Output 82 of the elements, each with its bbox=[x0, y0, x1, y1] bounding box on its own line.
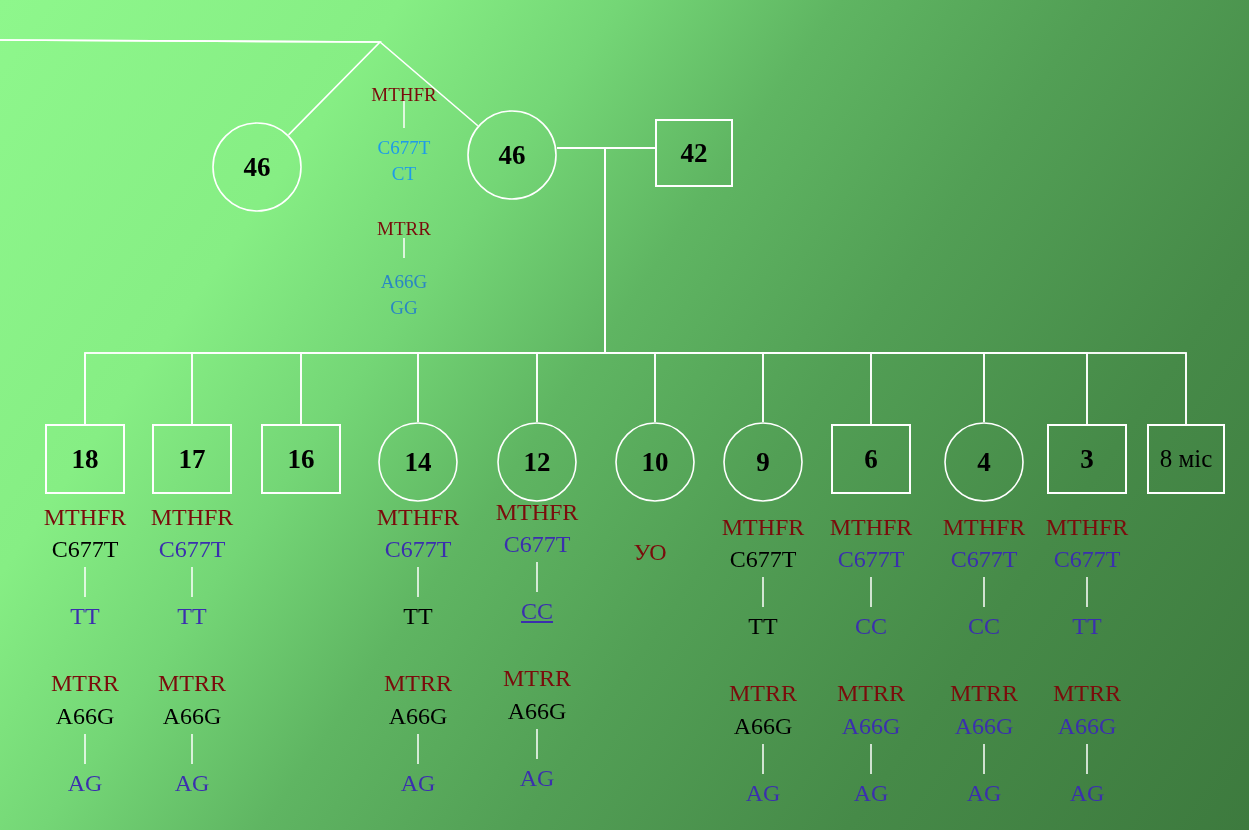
female-circle bbox=[615, 422, 695, 502]
variant-label: A66G bbox=[388, 704, 448, 728]
gene-name: MTHFR bbox=[495, 500, 579, 524]
age-label: 8 міс bbox=[1159, 445, 1213, 473]
gene-name: MTHFR bbox=[150, 505, 234, 529]
age-label: 12 bbox=[523, 446, 551, 478]
variant-label: A66G bbox=[162, 704, 222, 728]
genotype-label: TT bbox=[403, 604, 433, 628]
male-square bbox=[1147, 424, 1225, 494]
gene-name: MTRR bbox=[503, 666, 571, 690]
gene-name: MTHFR bbox=[43, 505, 127, 529]
variant-label: A66G bbox=[733, 714, 793, 738]
variant-label: C677T bbox=[950, 547, 1018, 571]
variant-label: A66G bbox=[954, 714, 1014, 738]
gene-name: MTRR bbox=[837, 681, 905, 705]
age-label: 6 bbox=[864, 443, 878, 475]
genotype-label: CC bbox=[968, 614, 1000, 638]
variant-label: C677T bbox=[837, 547, 905, 571]
genotype-text: A66G GG bbox=[379, 270, 429, 320]
age-label: 14 bbox=[404, 446, 432, 478]
age-label: 9 bbox=[756, 446, 770, 478]
genotype-label: AG bbox=[67, 771, 103, 795]
male-square bbox=[45, 424, 125, 494]
male-square bbox=[831, 424, 911, 494]
gene-name: MTRR bbox=[384, 671, 452, 695]
genotype-label: AG bbox=[745, 781, 781, 805]
genotype-label: AG bbox=[966, 781, 1002, 805]
variant-label: A66G bbox=[841, 714, 901, 738]
female-circle bbox=[723, 422, 803, 502]
genotype-label: TT bbox=[1072, 614, 1102, 638]
variant-label: A66G bbox=[1057, 714, 1117, 738]
variant-label: C677T bbox=[51, 537, 119, 561]
variant-label: C677T bbox=[729, 547, 797, 571]
male-square bbox=[655, 119, 733, 187]
age-label: 46 bbox=[498, 139, 526, 171]
gene-name: MTRR bbox=[950, 681, 1018, 705]
genotype-label: TT bbox=[177, 604, 207, 628]
gene-name: MTRR bbox=[158, 671, 226, 695]
female-circle bbox=[212, 122, 302, 212]
genotype-text: MTHFR bbox=[371, 83, 437, 107]
genotype-label: CC bbox=[521, 599, 553, 623]
age-label: 17 bbox=[178, 443, 206, 475]
age-label: 3 bbox=[1080, 443, 1094, 475]
genotype-label: CC bbox=[855, 614, 887, 638]
variant-label: C677T bbox=[384, 537, 452, 561]
age-label: 46 bbox=[243, 151, 271, 183]
genotype-label: AG bbox=[519, 766, 555, 790]
variant-label: C677T bbox=[503, 532, 571, 556]
variant-label: C677T bbox=[158, 537, 226, 561]
female-circle bbox=[944, 422, 1024, 502]
genotype-label: AG bbox=[400, 771, 436, 795]
male-square bbox=[152, 424, 232, 494]
gene-name: MTHFR bbox=[1045, 515, 1129, 539]
female-circle bbox=[378, 422, 458, 502]
genotype-label: TT bbox=[748, 614, 778, 638]
gene-name: MTRR bbox=[1053, 681, 1121, 705]
male-square bbox=[261, 424, 341, 494]
pedigree-line bbox=[0, 39, 479, 127]
gene-name: MTRR bbox=[51, 671, 119, 695]
genotype-label: AG bbox=[174, 771, 210, 795]
gene-name: MTHFR bbox=[721, 515, 805, 539]
genotype-label: TT bbox=[70, 604, 100, 628]
male-square bbox=[1047, 424, 1127, 494]
variant-label: A66G bbox=[55, 704, 115, 728]
age-label: 42 bbox=[680, 137, 708, 169]
genotype-label: AG bbox=[853, 781, 889, 805]
gene-name: УО bbox=[633, 540, 667, 564]
gene-name: MTHFR bbox=[942, 515, 1026, 539]
genotype-text: MTRR bbox=[377, 217, 431, 241]
age-label: 10 bbox=[641, 446, 669, 478]
gene-name: MTHFR bbox=[376, 505, 460, 529]
age-label: 16 bbox=[287, 443, 315, 475]
age-label: 18 bbox=[71, 443, 99, 475]
variant-label: A66G bbox=[507, 699, 567, 723]
female-circle bbox=[497, 422, 577, 502]
gene-name: MTRR bbox=[729, 681, 797, 705]
genotype-label: AG bbox=[1069, 781, 1105, 805]
gene-name: MTHFR bbox=[829, 515, 913, 539]
female-circle bbox=[467, 110, 557, 200]
age-label: 4 bbox=[977, 446, 991, 478]
variant-label: C677T bbox=[1053, 547, 1121, 571]
genotype-text: C677T CT bbox=[376, 136, 432, 186]
